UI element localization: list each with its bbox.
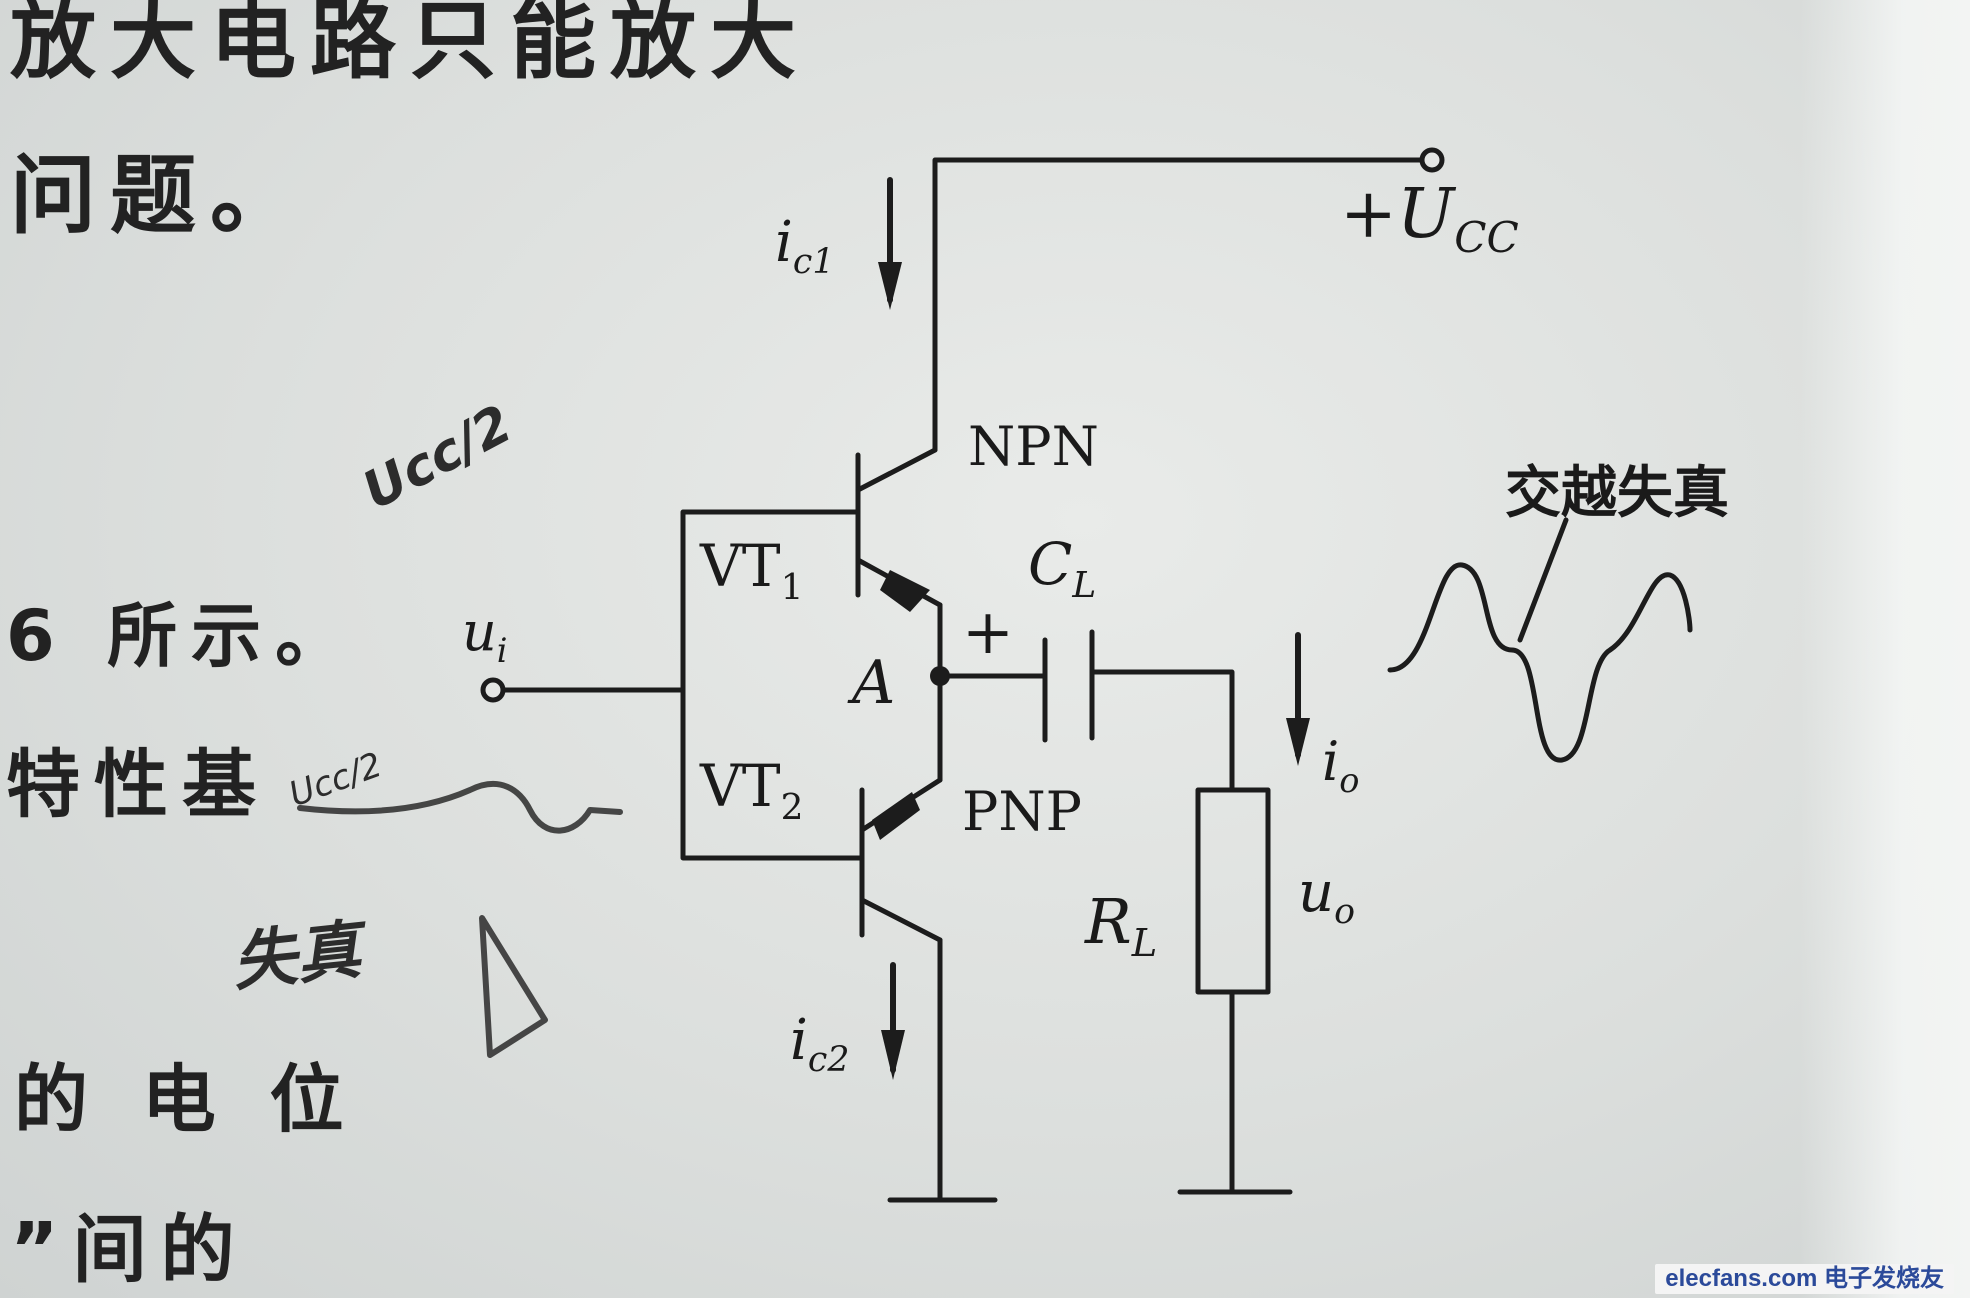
base-loop <box>680 509 865 861</box>
page-edge <box>1800 0 1970 1298</box>
pnp-label: PNP <box>962 780 1082 843</box>
hand-note-triangle <box>479 915 548 1058</box>
crossover-distortion-label: 交越失真 <box>1505 461 1729 526</box>
text-line-4: 特性基 <box>6 742 270 828</box>
pnp-collector <box>859 897 943 943</box>
input-voltage-label: ui <box>462 600 508 670</box>
vt2-label: VT2 <box>700 752 804 828</box>
distortion-pointer <box>1517 517 1569 643</box>
node-a-label: A <box>852 648 896 718</box>
cap-to-load-wire <box>1089 669 1235 793</box>
ic1-arrowhead <box>878 262 902 310</box>
distorted-waveform <box>1387 562 1693 763</box>
npn-label: NPN <box>968 415 1099 478</box>
text-line-1: 放大电路只能放大 <box>10 0 810 91</box>
npn-emitter-arrowhead <box>880 570 930 612</box>
supply-terminal <box>1419 147 1445 173</box>
text-line-3: 6 所示。 <box>6 595 360 677</box>
supply-label: +UCC <box>1340 175 1519 262</box>
text-line-5: 的 电 位 <box>14 1057 358 1143</box>
input-terminal <box>480 677 506 703</box>
output-current-label: io <box>1322 730 1360 800</box>
output-voltage-label: uo <box>1298 860 1355 933</box>
pnp-emitter-arrowhead <box>872 792 920 840</box>
ic2-arrowhead <box>881 1030 905 1080</box>
supply-wire <box>932 157 1435 453</box>
load-resistor <box>1195 787 1271 995</box>
load-resistor-label: RL <box>1085 885 1158 967</box>
text-line-2: 问题。 <box>10 146 310 246</box>
vt1-label: VT1 <box>700 532 804 608</box>
capacitor-label: CL <box>1028 530 1097 606</box>
io-arrowhead <box>1286 718 1310 766</box>
npn-collector <box>855 447 938 493</box>
hand-note-3: 失真 <box>229 913 365 1001</box>
node-a-dot <box>930 666 950 686</box>
site-watermark: elecfans.com 电子发烧友 <box>1655 1264 1954 1294</box>
text-line-6: ”间的 <box>10 1207 249 1293</box>
ic2-label: ic2 <box>790 1008 850 1081</box>
capacitor-plus-label: + <box>962 595 1014 668</box>
ic1-label: ic1 <box>775 210 835 283</box>
hand-note-waveform <box>297 781 623 834</box>
